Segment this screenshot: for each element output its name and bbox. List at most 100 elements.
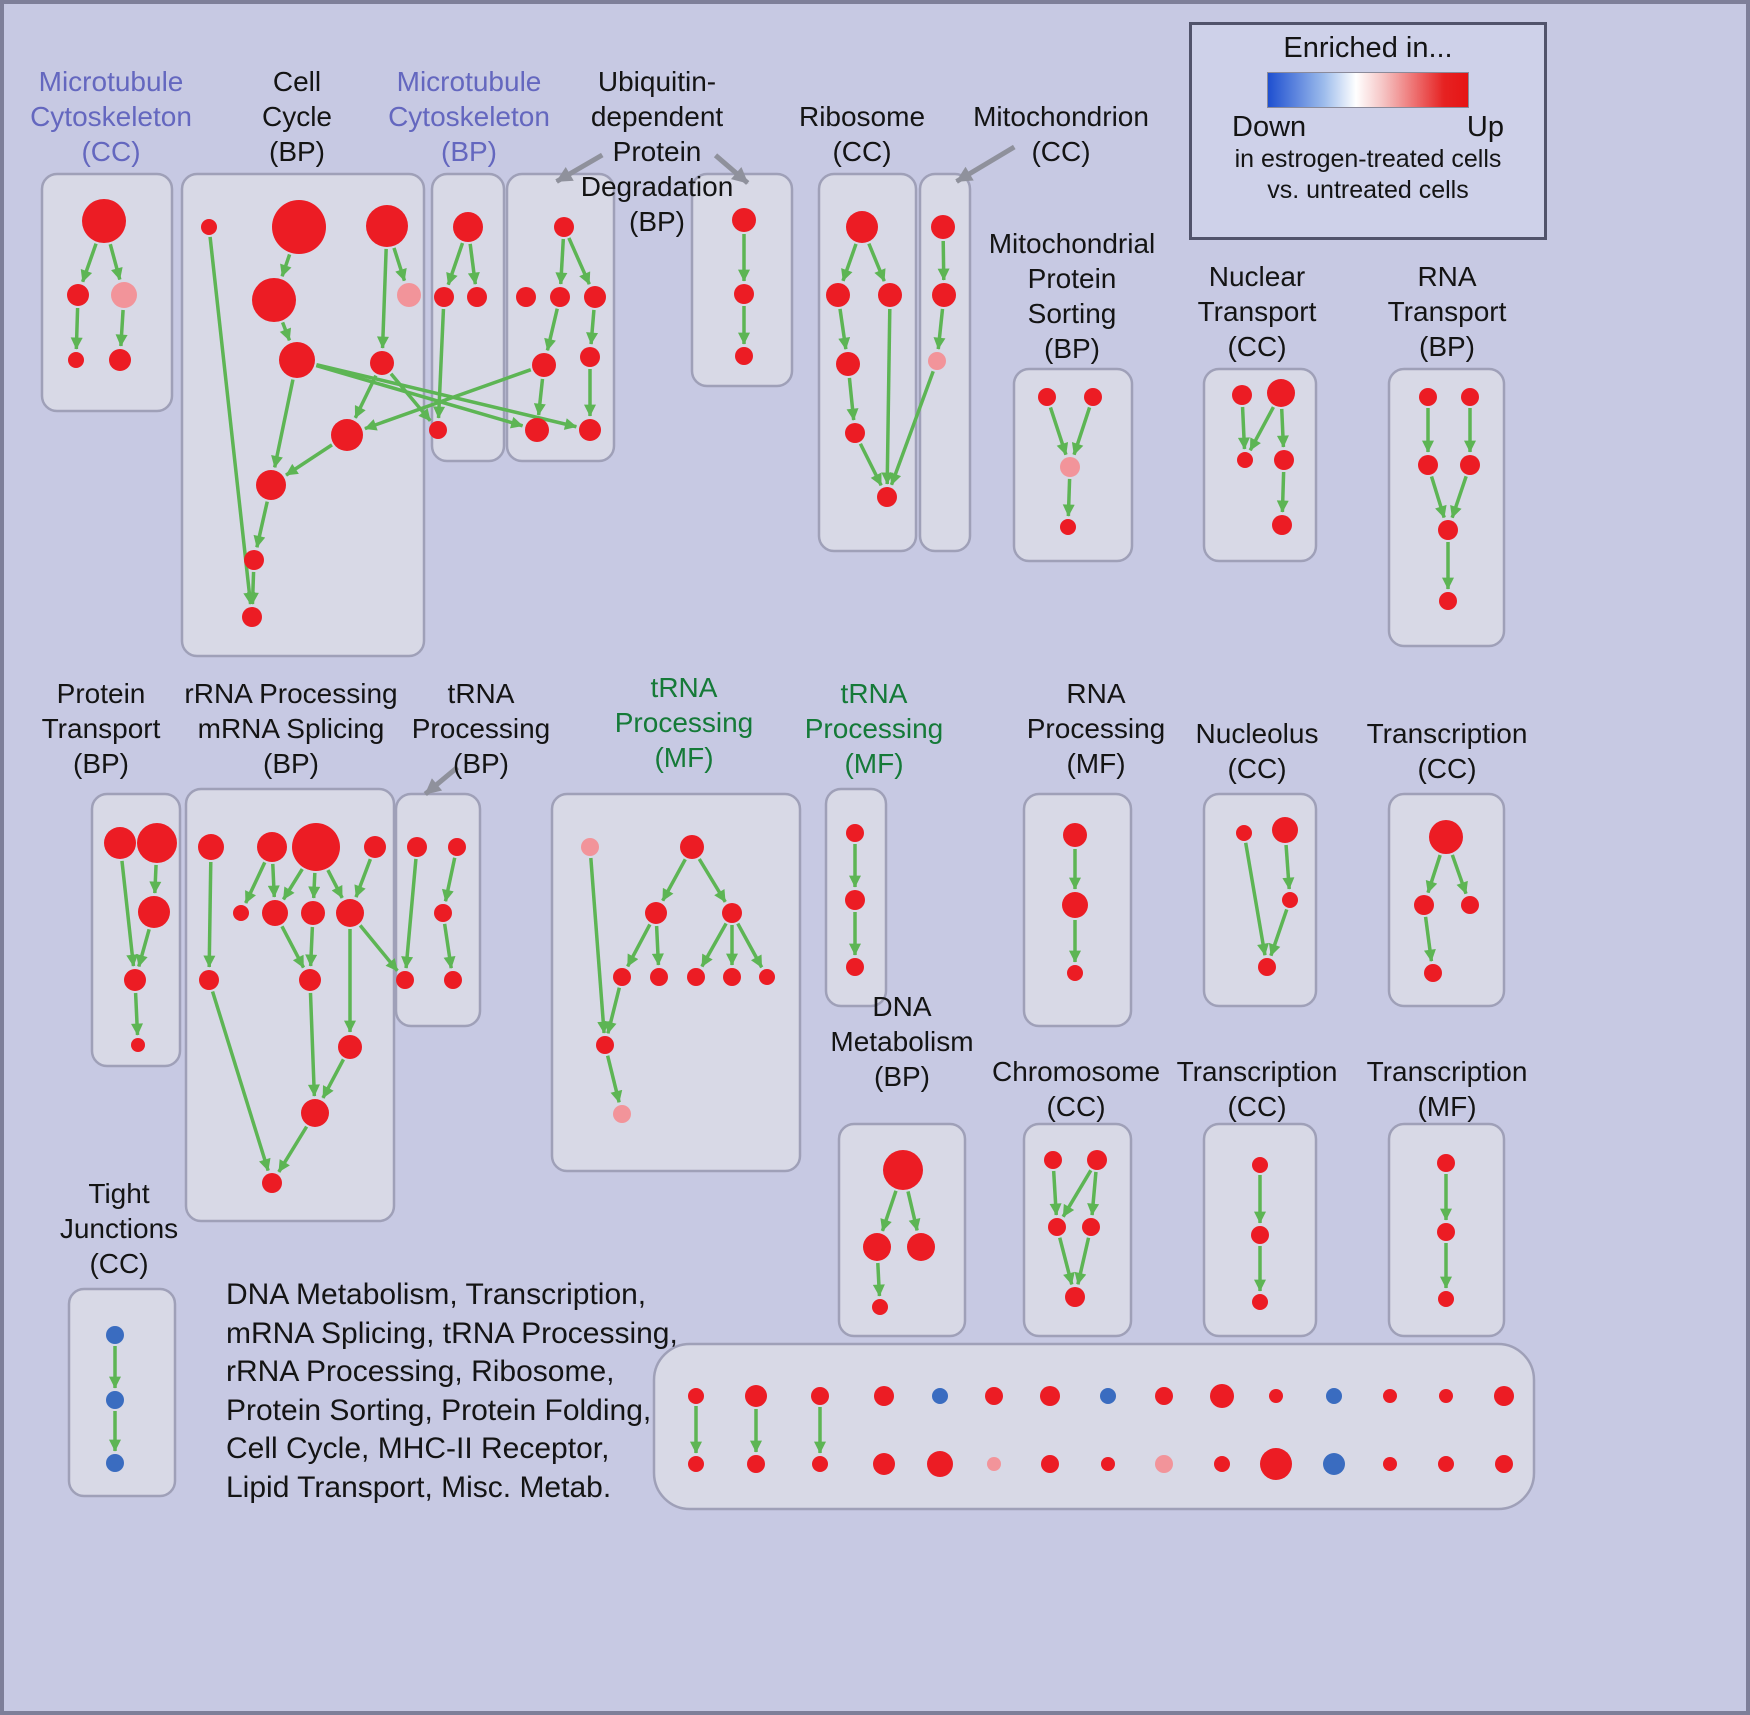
go-node-microtubule-cytoskeleton-cc-1 <box>67 284 89 306</box>
go-edge-chromosome-cc <box>1061 1169 1093 1218</box>
go-node-cell-cycle-bp-6 <box>370 351 394 375</box>
go-node-microtubule-cytoskeleton-bp-3 <box>429 421 447 439</box>
go-node-miscellaneous-23 <box>1155 1455 1173 1473</box>
go-node-miscellaneous-3 <box>874 1386 894 1406</box>
go-node-rna-transport-bp-0 <box>1419 388 1437 406</box>
legend-gradient-bar <box>1267 72 1469 108</box>
note-line-6: Lipid Transport, Misc. Metab. <box>226 1470 612 1504</box>
go-edge-mitochondrial-protein-sorting-bp <box>1048 406 1069 456</box>
go-node-cell-cycle-bp-7 <box>331 419 363 451</box>
go-node-cell-cycle-bp-5 <box>279 342 315 378</box>
go-node-trna-processing-bp-0 <box>407 837 427 857</box>
go-edge-transcription-cc-1 <box>1425 854 1442 894</box>
go-node-rrna-processing-mrna-splicing-bp-3 <box>364 836 386 858</box>
go-node-trna-processing-mf-1-6 <box>687 968 705 986</box>
go-node-miscellaneous-2 <box>811 1387 829 1405</box>
go-node-ubiquitin-degradation-bp-1-4 <box>532 353 556 377</box>
go-node-rna-transport-bp-5 <box>1439 592 1457 610</box>
go-node-trna-processing-mf-1-5 <box>650 968 668 986</box>
go-edge-trna-processing-bp <box>441 857 457 902</box>
go-node-cell-cycle-bp-1 <box>272 200 326 254</box>
go-edge-trna-processing-mf-1 <box>736 922 764 969</box>
go-node-ubiquitin-degradation-bp-1-5 <box>580 347 600 367</box>
go-node-rrna-processing-mrna-splicing-bp-9 <box>299 969 321 991</box>
go-edge-trna-processing-bp <box>442 923 456 969</box>
go-node-microtubule-cytoskeleton-cc-0 <box>82 199 126 243</box>
go-edge-nucleolus-cc <box>1282 844 1295 890</box>
go-edge-cell-cycle-bp <box>280 253 292 277</box>
go-edge-transcription-cc-1 <box>1423 916 1436 962</box>
go-node-nucleolus-cc-2 <box>1282 892 1298 908</box>
go-node-protein-transport-bp-0 <box>104 827 136 859</box>
go-edge-trna-processing-mf-1 <box>651 925 664 966</box>
go-node-rrna-processing-mrna-splicing-bp-5 <box>262 900 288 926</box>
go-node-rna-processing-mf-0 <box>1063 823 1087 847</box>
pointer-arrow <box>713 153 750 185</box>
go-node-trna-processing-bp-3 <box>396 971 414 989</box>
go-edge-rna-transport-bp <box>1429 475 1447 519</box>
go-node-rrna-processing-mrna-splicing-bp-12 <box>262 1173 282 1193</box>
go-node-miscellaneous-22 <box>1101 1457 1115 1471</box>
go-node-miscellaneous-0 <box>688 1388 704 1404</box>
go-edge-ribosome-cc <box>867 242 886 282</box>
go-edge-microtubule-cytoskeleton-bp <box>446 242 465 286</box>
go-edge-ubiquitin-degradation-bp-1 <box>567 237 591 285</box>
go-node-tight-junctions-cc-0 <box>106 1326 124 1344</box>
go-node-miscellaneous-17 <box>812 1456 828 1472</box>
go-node-ubiquitin-degradation-bp-2-1 <box>734 284 754 304</box>
go-node-rrna-processing-mrna-splicing-bp-7 <box>336 899 364 927</box>
go-node-ribosome-cc-2 <box>878 283 902 307</box>
go-node-mitochondrion-cc-2 <box>928 352 946 370</box>
go-node-miscellaneous-19 <box>927 1451 953 1477</box>
cluster-box-miscellaneous <box>652 1342 1536 1511</box>
go-node-nuclear-transport-cc-1 <box>1267 379 1295 407</box>
go-edge-microtubule-cytoskeleton-bp <box>467 243 480 285</box>
go-node-ubiquitin-degradation-bp-1-7 <box>579 419 601 441</box>
go-node-cell-cycle-bp-0 <box>201 219 217 235</box>
go-node-ribosome-cc-3 <box>836 352 860 376</box>
go-node-miscellaneous-9 <box>1210 1384 1234 1408</box>
go-node-protein-transport-bp-1 <box>137 823 177 863</box>
go-edge-trna-processing-bp <box>401 858 418 969</box>
go-edge-cell-cycle-bp <box>279 321 292 342</box>
go-node-trna-processing-bp-2 <box>434 904 452 922</box>
network-diagram-canvas <box>40 144 1536 1511</box>
legend-subtitle-line1: in estrogen-treated cells <box>1234 145 1502 173</box>
go-edge-rrna-processing-mrna-splicing-bp <box>244 861 267 904</box>
go-node-miscellaneous-6 <box>1040 1386 1060 1406</box>
go-edge-mitochondrion-cc <box>937 240 950 281</box>
go-node-transcription-cc-2-2 <box>1252 1294 1268 1310</box>
go-node-ribosome-cc-4 <box>845 423 865 443</box>
go-node-mitochondrion-cc-1 <box>932 283 956 307</box>
cluster-box-nuclear-transport-cc <box>1202 367 1318 563</box>
go-node-chromosome-cc-2 <box>1048 1218 1066 1236</box>
go-node-transcription-mf-2 <box>1438 1291 1454 1307</box>
go-edge-mitochondrion-cc <box>933 308 946 350</box>
go-edge-ubiquitin-degradation-bp-1 <box>586 309 599 345</box>
go-edge-rrna-processing-mrna-splicing-bp <box>354 858 373 898</box>
go-node-ubiquitin-degradation-bp-2-2 <box>735 347 753 365</box>
go-edge-rrna-processing-mrna-splicing-bp <box>307 992 320 1097</box>
go-node-miscellaneous-5 <box>985 1387 1003 1405</box>
go-node-trna-processing-mf-2-2 <box>846 958 864 976</box>
go-edge-cell-cycle-bp <box>392 247 407 282</box>
go-node-rrna-processing-mrna-splicing-bp-6 <box>301 901 325 925</box>
go-edge-trna-processing-mf-1 <box>589 857 610 1034</box>
go-node-microtubule-cytoskeleton-bp-1 <box>434 287 454 307</box>
go-edge-dna-metabolism-bp <box>906 1191 921 1232</box>
go-node-trna-processing-mf-1-0 <box>581 838 599 856</box>
go-node-miscellaneous-18 <box>873 1453 895 1475</box>
note-line-4: Protein Sorting, Protein Folding, <box>226 1393 652 1427</box>
go-node-chromosome-cc-0 <box>1044 1151 1062 1169</box>
go-node-miscellaneous-14 <box>1494 1386 1514 1406</box>
go-node-trna-processing-mf-2-1 <box>845 890 865 910</box>
go-edge-rrna-processing-mrna-splicing-bp <box>267 863 280 898</box>
go-edge-ribosome-cc <box>838 308 851 350</box>
legend-axis-labels: Down Up <box>1232 111 1504 144</box>
go-node-rna-transport-bp-3 <box>1460 455 1480 475</box>
go-node-miscellaneous-21 <box>1041 1455 1059 1473</box>
go-edge-protein-transport-bp <box>120 860 139 967</box>
go-node-rrna-processing-mrna-splicing-bp-4 <box>233 905 249 921</box>
cluster-box-microtubule-cytoskeleton-bp <box>430 172 506 463</box>
go-node-rrna-processing-mrna-splicing-bp-2 <box>292 823 340 871</box>
